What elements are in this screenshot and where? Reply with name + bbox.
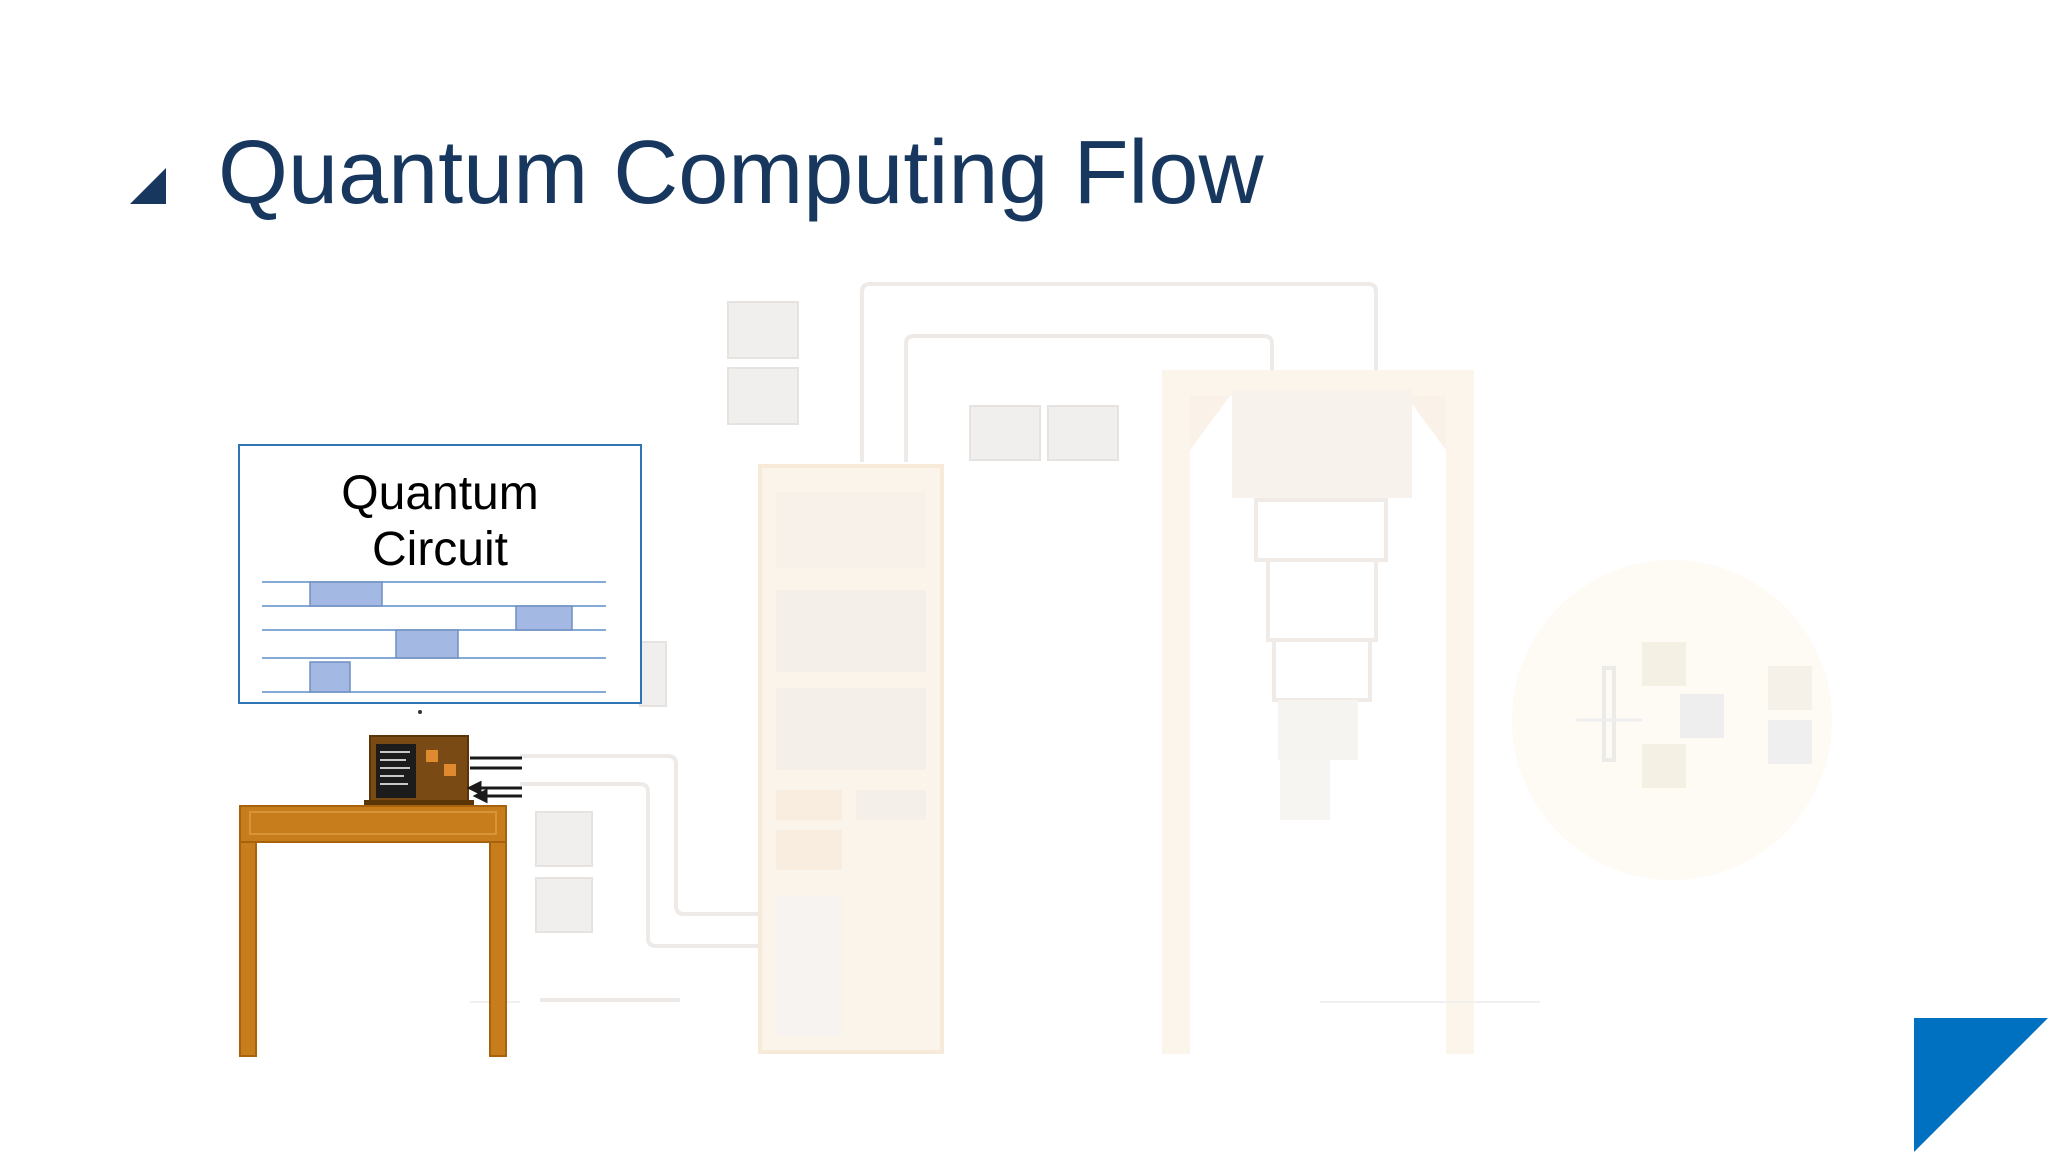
control-electronics-blocks (535, 301, 1119, 933)
server-rack-icon (758, 464, 944, 1054)
quantum-gates (309, 581, 573, 693)
desk-icon (239, 805, 507, 1057)
gate (515, 605, 573, 631)
gate (395, 629, 459, 659)
signal-arrows (466, 756, 522, 804)
gate (309, 661, 351, 693)
quantum-circuit-box: Quantum Circuit (238, 444, 642, 704)
circuit-label-line1: Quantum (341, 467, 539, 520)
corner-accent-icon (1914, 1018, 2048, 1152)
laptop-icon (364, 735, 474, 806)
connector-dot (418, 710, 422, 714)
circuit-wires-and-gates (262, 581, 606, 693)
circuit-label: Quantum Circuit (240, 466, 640, 578)
triangle-bullet-icon (130, 168, 166, 204)
qubit-chip-icon (1512, 560, 1832, 880)
circuit-label-line2: Circuit (371, 523, 508, 576)
cryostat-icon (1162, 370, 1474, 1054)
gate (309, 581, 383, 607)
slide-title: Quantum Computing Flow (218, 123, 1264, 223)
signal-cables (520, 282, 1378, 1002)
